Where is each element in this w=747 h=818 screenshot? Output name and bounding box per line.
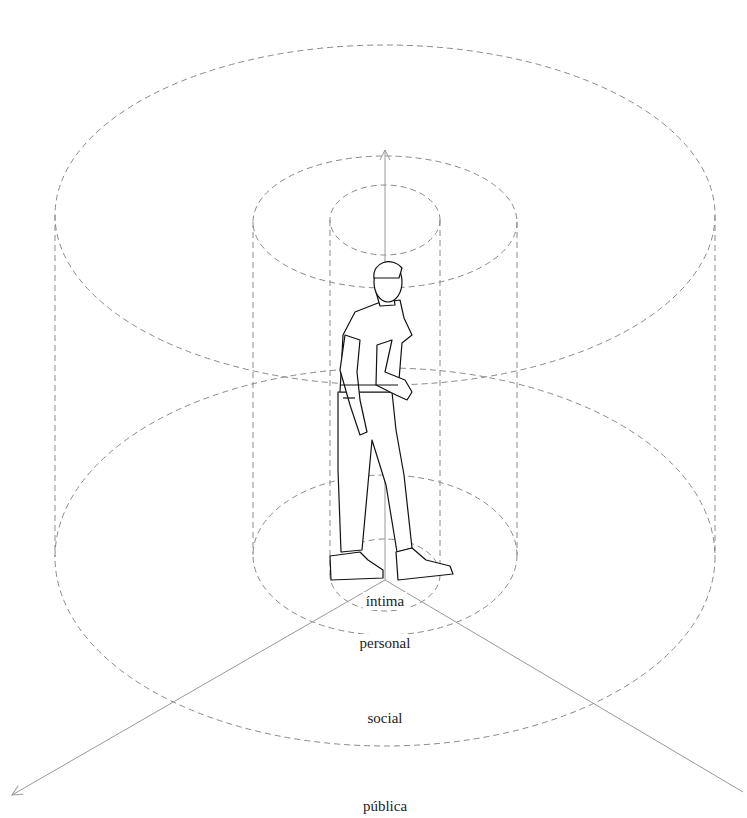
zone-label: social	[365, 709, 406, 727]
zone-label: pública	[360, 797, 410, 815]
zone-label: íntima	[363, 592, 407, 610]
zone-label: personal	[357, 634, 414, 652]
